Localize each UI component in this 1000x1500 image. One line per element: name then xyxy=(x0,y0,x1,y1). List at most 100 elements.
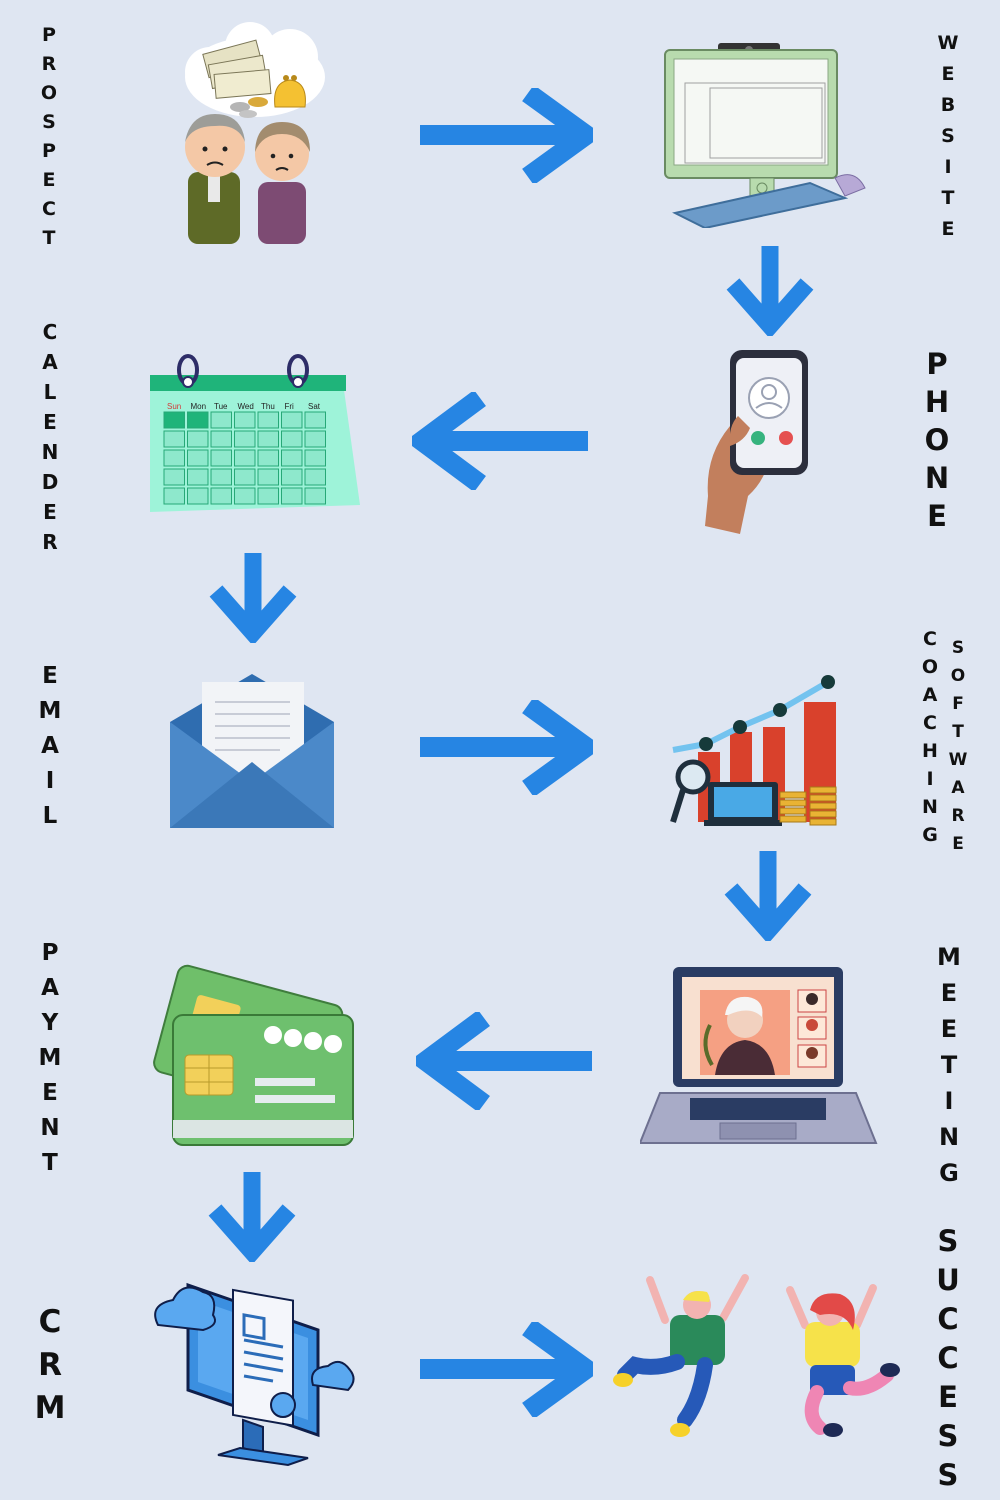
label-letter: L xyxy=(42,803,58,829)
label-letter: F xyxy=(952,694,964,714)
calendar-day-cell xyxy=(281,430,303,448)
label-letter: S xyxy=(42,111,56,133)
arrow-down-2 xyxy=(209,553,297,643)
label-letter: E xyxy=(941,218,955,240)
calendar-day-cell xyxy=(257,487,279,505)
label-letter: O xyxy=(950,666,966,686)
calendar-day-cell xyxy=(210,430,232,448)
label-letter: T xyxy=(941,187,955,209)
calendar-day-cell xyxy=(163,449,185,467)
label-letter: A xyxy=(41,975,59,1001)
crm-monitor-icon xyxy=(154,1282,355,1467)
worried-woman xyxy=(255,122,310,244)
label-letter: P xyxy=(926,347,948,381)
calendar-day-cell xyxy=(234,487,256,505)
label-letter: P xyxy=(42,140,56,162)
label-letter: I xyxy=(926,768,934,790)
calendar-day-cell xyxy=(257,449,279,467)
calendar-day-cell xyxy=(257,411,279,429)
jumping-woman xyxy=(786,1284,900,1437)
envelope-icon xyxy=(170,674,334,828)
calendar-day-cell xyxy=(163,487,185,505)
label-letter: H xyxy=(924,385,950,419)
calendar-day-cell xyxy=(304,430,326,448)
label-letter: M xyxy=(38,1045,62,1071)
calendar-day-cell xyxy=(210,411,232,429)
label-letter: C xyxy=(38,1304,62,1340)
calendar-day-cell xyxy=(187,411,209,429)
label-letter: E xyxy=(952,834,964,854)
label-letter: E xyxy=(940,1015,958,1043)
label-letter: S xyxy=(941,125,955,147)
label-letter: W xyxy=(948,750,968,770)
label-letter: S xyxy=(937,1224,959,1258)
label-letter: A xyxy=(922,684,938,706)
label-letter: H xyxy=(922,740,938,762)
calendar-day-cell xyxy=(281,411,303,429)
calendar-day-cell xyxy=(257,468,279,486)
label-letter: W xyxy=(937,32,959,54)
label-letter: G xyxy=(922,824,938,846)
growth-chart-icon xyxy=(670,675,837,826)
calendar-day-cell xyxy=(187,468,209,486)
label-letter: C xyxy=(923,628,937,650)
label-letter: R xyxy=(951,806,965,826)
label-letter: R xyxy=(41,53,57,75)
label-letter: A xyxy=(42,350,58,374)
arrow-right-1 xyxy=(420,88,593,183)
label-letter: O xyxy=(924,423,950,457)
worried-couple-illustration xyxy=(185,22,325,244)
arrow-down-3 xyxy=(724,851,812,941)
label-letter: S xyxy=(937,1458,959,1492)
label-letter: T xyxy=(940,1051,958,1079)
phone-in-hand-icon xyxy=(705,350,808,534)
label-letter: O xyxy=(40,82,58,104)
label-letter: R xyxy=(42,530,58,554)
label-letter: M xyxy=(38,698,62,724)
label-letter: E xyxy=(42,169,56,191)
arrow-right-3 xyxy=(420,1322,593,1417)
calendar-day-cell xyxy=(187,449,209,467)
label-letter: R xyxy=(38,1347,62,1383)
label-letter: E xyxy=(941,63,955,85)
calendar-day-cell xyxy=(281,449,303,467)
label-letter: I xyxy=(944,1087,954,1115)
label-letter: Y xyxy=(41,1010,59,1036)
arrow-right-2 xyxy=(420,700,593,795)
calendar-day-cell xyxy=(304,468,326,486)
label-letter: C xyxy=(937,1341,959,1375)
arrow-down-1 xyxy=(726,246,814,336)
label-letter: B xyxy=(940,94,956,116)
worried-man xyxy=(185,114,245,244)
label-letter: A xyxy=(951,778,965,798)
calendar-day-cell xyxy=(304,487,326,505)
label-letter: N xyxy=(40,1115,60,1141)
credit-cards-icon xyxy=(153,964,354,1146)
label-letter: I xyxy=(45,768,55,794)
arrow-down-4 xyxy=(208,1172,296,1262)
calendar-day-cell xyxy=(187,430,209,448)
label-letter: S xyxy=(937,1419,959,1453)
label-letter: N xyxy=(924,461,950,495)
calendar-day-cell xyxy=(210,487,232,505)
label-letter: P xyxy=(42,24,56,46)
label-letter: U xyxy=(936,1263,960,1297)
calendar-day-cell xyxy=(281,487,303,505)
calendar-day-label: Mon xyxy=(191,402,207,411)
label-letter: E xyxy=(43,500,57,524)
label-letter: T xyxy=(42,1150,58,1176)
calendar-day-label: Wed xyxy=(238,402,254,411)
calendar-day-cell xyxy=(210,468,232,486)
calendar-day-cell xyxy=(304,449,326,467)
label-letter: O xyxy=(921,656,939,678)
label-letter: S xyxy=(951,638,965,658)
arrow-left-1 xyxy=(412,392,588,490)
